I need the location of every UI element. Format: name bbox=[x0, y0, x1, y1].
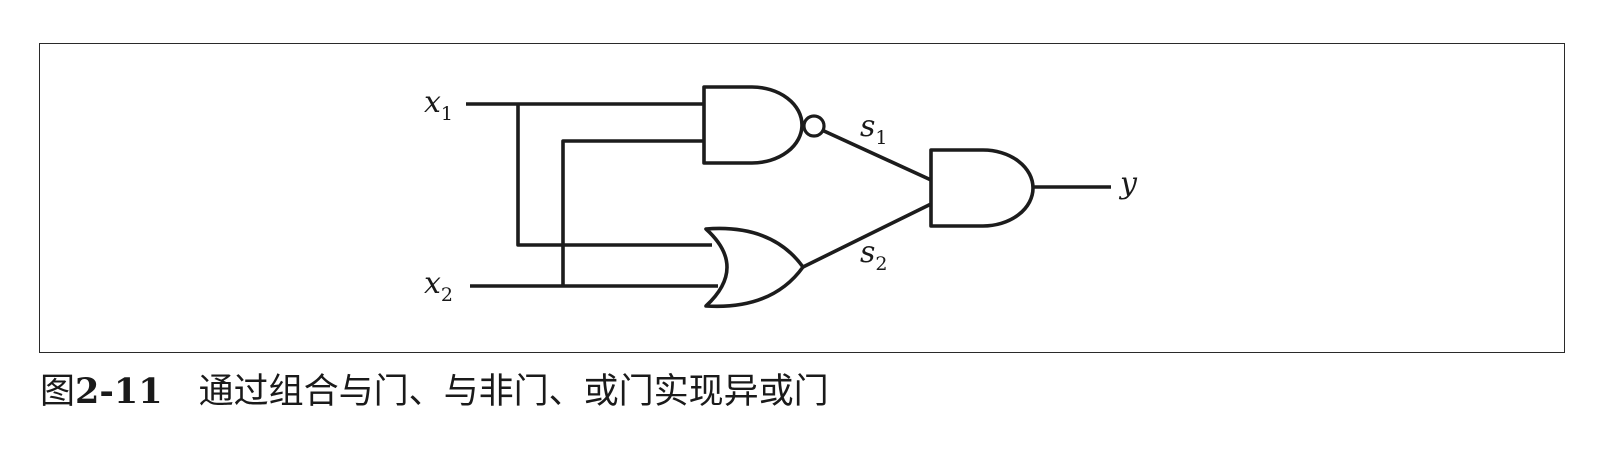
nand-gate bbox=[702, 85, 826, 165]
and-gate bbox=[929, 148, 1035, 228]
figure-caption: 图2-11 通过组合与门、与非门、或门实现异或门 bbox=[40, 371, 829, 413]
caption-number: 2-11 bbox=[75, 371, 163, 412]
input-wires bbox=[466, 102, 718, 288]
or-gate-body bbox=[704, 226, 805, 309]
caption-text: 通过组合与门、与非门、或门实现异或门 bbox=[198, 372, 829, 412]
internal-wires bbox=[802, 129, 1111, 269]
label-y: y bbox=[1118, 166, 1138, 201]
wire-x1-to-or bbox=[516, 104, 712, 247]
label-s2: s2 bbox=[860, 235, 888, 275]
nand-gate-body bbox=[702, 85, 804, 165]
wire-x2-to-nand bbox=[561, 139, 704, 286]
nand-gate-bubble bbox=[802, 114, 826, 138]
label-x2: x2 bbox=[424, 266, 453, 306]
caption-label: 图 bbox=[40, 372, 76, 412]
wire-s1 bbox=[823, 129, 932, 182]
label-s1: s1 bbox=[860, 109, 888, 149]
logic-circuit-diagram: x1 x2 s1 s2 y bbox=[424, 85, 1138, 309]
and-gate-body bbox=[929, 148, 1035, 228]
or-gate bbox=[704, 226, 805, 309]
figure-frame bbox=[39, 43, 1565, 353]
label-x1: x1 bbox=[424, 85, 453, 125]
wire-s2 bbox=[802, 202, 932, 269]
